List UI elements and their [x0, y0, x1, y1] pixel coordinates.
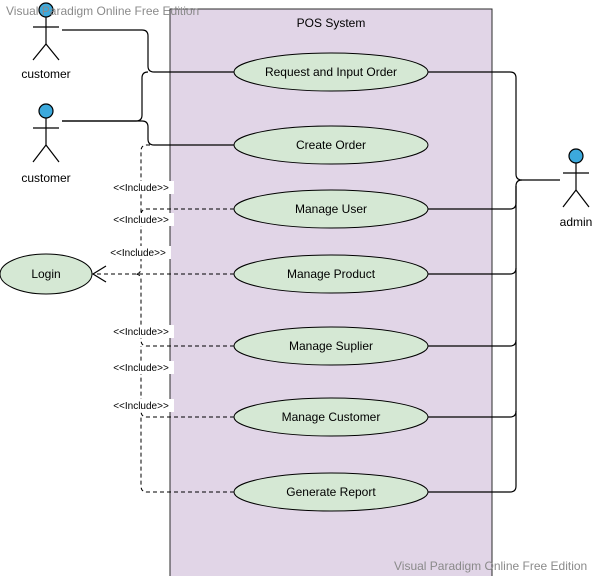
include-relations: [92, 144, 234, 493]
include-generate-report: [140, 417, 234, 493]
watermark-top: Visual Paradigm Online Free Edition: [6, 4, 200, 18]
actor-admin[interactable]: [562, 148, 590, 208]
usecase-manage-product[interactable]: Manage Product: [233, 254, 429, 294]
actor-associations: [62, 29, 560, 493]
include-manage-customer: [140, 346, 234, 418]
actor-label-customer-1: customer: [21, 67, 70, 81]
include-label: <<Include>>: [113, 327, 169, 338]
association-customer2-create: [62, 120, 234, 146]
usecase-request-input-order[interactable]: Request and Input Order: [233, 52, 429, 92]
association-customer1-request: [62, 29, 234, 73]
include-label: <<Include>>: [110, 248, 166, 259]
usecase-label: Create Order: [296, 138, 366, 152]
usecase-generate-report[interactable]: Generate Report: [233, 472, 429, 512]
include-manage-suplier: [134, 273, 234, 347]
association-admin-request: [428, 71, 560, 181]
include-label: <<Include>>: [113, 183, 169, 194]
use-cases: Request and Input Order Create Order Man…: [233, 52, 429, 512]
include-create-order: [134, 144, 234, 275]
actor-customer-1[interactable]: [32, 2, 60, 61]
include-label: <<Include>>: [113, 401, 169, 412]
usecase-manage-user[interactable]: Manage User: [233, 189, 429, 229]
include-labels: <<Include>> <<Include>> <<Include>> <<In…: [105, 181, 174, 412]
actor-customer-2[interactable]: [32, 103, 60, 163]
actor-head-icon: [568, 148, 584, 164]
usecase-label: Manage Suplier: [289, 339, 373, 353]
usecase-label: Manage Customer: [282, 410, 381, 424]
usecase-manage-suplier[interactable]: Manage Suplier: [233, 326, 429, 366]
login-label: Login: [31, 267, 60, 281]
include-label: <<Include>>: [113, 363, 169, 374]
watermark-bottom: Visual Paradigm Online Free Edition: [394, 559, 588, 573]
usecase-label: Manage Product: [287, 267, 376, 281]
actor-label-customer-2: customer: [21, 171, 70, 185]
usecase-manage-customer[interactable]: Manage Customer: [233, 397, 429, 437]
system-title: POS System: [297, 16, 366, 30]
usecase-create-order[interactable]: Create Order: [233, 125, 429, 165]
association-customer2-request: [62, 71, 149, 122]
usecase-label: Request and Input Order: [265, 65, 397, 79]
usecase-login[interactable]: Login: [0, 253, 93, 295]
include-label: <<Include>>: [113, 215, 169, 226]
include-manage-user: [140, 208, 234, 216]
association-admin-report: [428, 411, 517, 493]
actor-head-icon: [38, 103, 54, 119]
usecase-label: Manage User: [295, 202, 367, 216]
usecase-label: Generate Report: [286, 485, 376, 499]
include-arrowhead: [91, 265, 107, 283]
actor-label-admin: admin: [560, 215, 593, 229]
